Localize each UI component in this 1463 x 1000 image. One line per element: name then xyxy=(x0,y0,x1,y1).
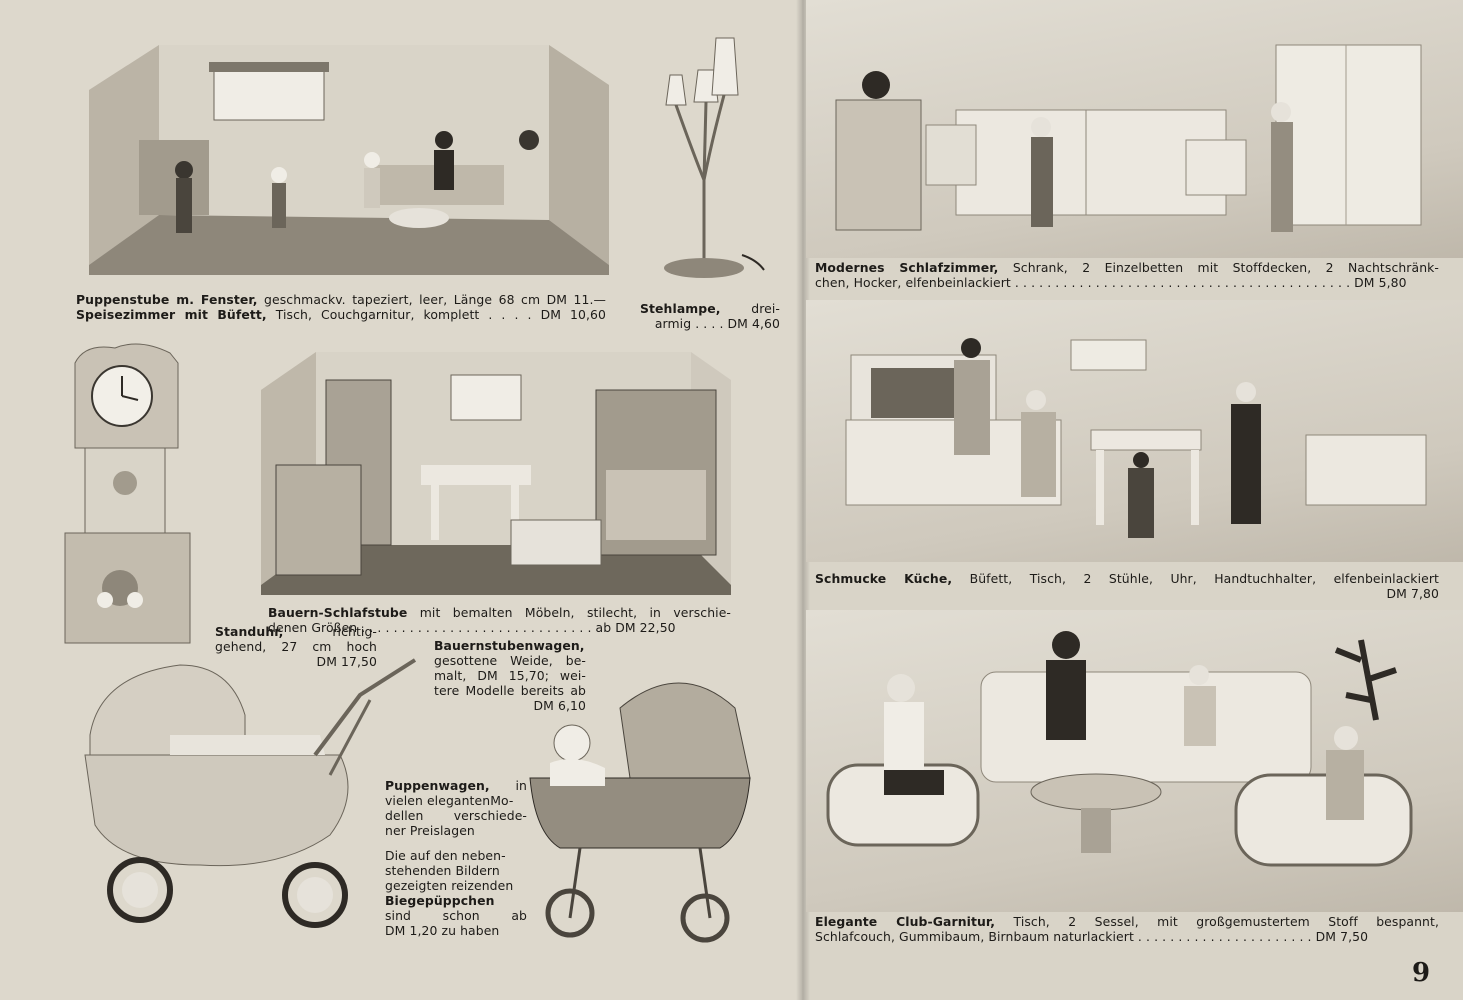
caption-text: drei- xyxy=(720,301,780,316)
caption-text: Tisch, Couchgarnitur, komplett . . . . D… xyxy=(266,307,606,322)
photo-bauernstubenwagen xyxy=(520,668,760,953)
caption-line: Schmucke Küche, Büfett, Tisch, 2 Stühle,… xyxy=(815,571,1439,586)
caption-bauern-schlafstube: Bauern-Schlafstube mit bemalten Möbeln, … xyxy=(268,605,731,635)
caption-line: Biegepüppchen xyxy=(385,893,527,908)
caption-text: DM 6,10 xyxy=(533,698,586,713)
caption-title: Modernes Schlafzimmer, xyxy=(815,260,999,275)
caption-text: denen Größen . . . . . . . . . . . . . .… xyxy=(268,620,676,635)
caption-title: Standuhr, xyxy=(215,624,284,639)
caption-line: Bauernstubenwagen, xyxy=(434,638,586,653)
caption-line: Elegante Club-Garnitur, Tisch, 2 Sessel,… xyxy=(815,914,1439,929)
photo-bauern-schlafstube xyxy=(256,350,734,598)
caption-text: DM 17,50 xyxy=(316,654,377,669)
page-number: 9 xyxy=(1412,958,1431,988)
caption-text: malt, DM 15,70; wei- xyxy=(434,668,586,683)
photo-club-garnitur xyxy=(806,610,1463,912)
photo-puppenstube xyxy=(84,40,614,280)
caption-standuhr: Standuhr, richtig- gehend, 27 cm hoch DM… xyxy=(215,624,377,669)
caption-text: gehend, 27 cm hoch xyxy=(215,639,377,654)
photo-puppenwagen xyxy=(80,655,430,945)
caption-text: dellen verschiede- xyxy=(385,808,527,823)
caption-text: armig . . . . DM 4,60 xyxy=(654,316,780,331)
caption-puppenwagen: Puppenwagen, in vielen elegantenMo- dell… xyxy=(385,778,527,938)
caption-text: Tisch, 2 Sessel, mit großgemustertem Sto… xyxy=(995,914,1440,929)
photo-standuhr xyxy=(60,338,195,650)
caption-line: Bauern-Schlafstube mit bemalten Möbeln, … xyxy=(268,605,731,620)
caption-text: Schrank, 2 Einzelbetten mit Stoffdecken,… xyxy=(998,260,1439,275)
caption-title: Puppenwagen, xyxy=(385,778,490,793)
caption-title: Stehlampe, xyxy=(640,301,721,316)
caption-line: Modernes Schlafzimmer, Schrank, 2 Einzel… xyxy=(815,260,1439,275)
photo-schlafzimmer xyxy=(806,0,1463,258)
caption-title: Bauernstubenwagen, xyxy=(434,638,585,653)
caption-line: Puppenstube m. Fenster, geschmackv. tape… xyxy=(76,292,606,307)
caption-text: in xyxy=(489,778,527,793)
caption-title: Elegante Club-Garnitur, xyxy=(815,914,996,929)
caption-text: richtig- xyxy=(283,624,377,639)
caption-line: Stehlampe, drei- xyxy=(640,301,780,316)
caption-text: ner Preislagen xyxy=(385,823,475,838)
caption-text: DM 1,20 zu haben xyxy=(385,923,500,938)
caption-line: Puppenwagen, in xyxy=(385,778,527,793)
caption-schlafzimmer: Modernes Schlafzimmer, Schrank, 2 Einzel… xyxy=(815,260,1439,290)
caption-text: gezeigten reizenden xyxy=(385,878,514,893)
caption-gap xyxy=(385,838,527,848)
caption-title: Puppenstube m. Fenster, xyxy=(76,292,258,307)
caption-title: Speisezimmer mit Büfett, xyxy=(76,307,267,322)
photo-kueche xyxy=(806,300,1463,562)
caption-text: vielen elegantenMo- xyxy=(385,793,514,808)
caption-club-garnitur: Elegante Club-Garnitur, Tisch, 2 Sessel,… xyxy=(815,914,1439,944)
caption-title: Schmucke Küche, xyxy=(815,571,953,586)
caption-stehlampe: Stehlampe, drei- armig . . . . DM 4,60 xyxy=(640,301,780,331)
caption-line: Standuhr, richtig- xyxy=(215,624,377,639)
caption-kueche: Schmucke Küche, Büfett, Tisch, 2 Stühle,… xyxy=(815,571,1439,601)
caption-text: tere Modelle bereits ab xyxy=(434,683,586,698)
caption-text: geschmackv. tapeziert, leer, Länge 68 cm… xyxy=(257,292,607,307)
caption-text: Büfett, Tisch, 2 Stühle, Uhr, Handtuchha… xyxy=(952,571,1439,586)
caption-text: gesottene Weide, be- xyxy=(434,653,586,668)
caption-bauernstubenwagen: Bauernstubenwagen, gesottene Weide, be- … xyxy=(434,638,586,713)
caption-line: Speisezimmer mit Büfett, Tisch, Couchgar… xyxy=(76,307,606,322)
caption-title: Biegepüppchen xyxy=(385,893,495,908)
caption-text: stehenden Bildern xyxy=(385,863,500,878)
caption-text: chen, Hocker, elfenbeinlackiert . . . . … xyxy=(815,275,1407,290)
caption-text: sind schon ab xyxy=(385,908,527,923)
caption-text: mit bemalten Möbeln, stilecht, in versch… xyxy=(407,605,731,620)
caption-puppenstube: Puppenstube m. Fenster, geschmackv. tape… xyxy=(76,292,606,322)
caption-text: DM 7,80 xyxy=(1386,586,1439,601)
photo-stehlampe xyxy=(652,30,770,285)
caption-text: Schlafcouch, Gummibaum, Birnbaum naturla… xyxy=(815,929,1369,944)
caption-text: Die auf den neben- xyxy=(385,848,506,863)
caption-title: Bauern-Schlafstube xyxy=(268,605,408,620)
